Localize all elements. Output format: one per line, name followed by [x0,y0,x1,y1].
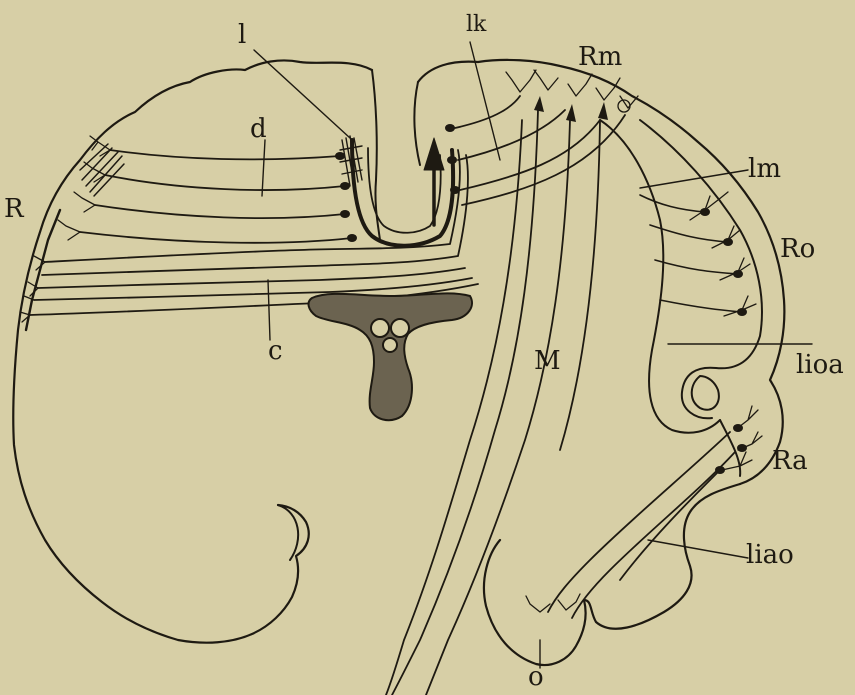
midline-arrow-head [424,138,444,170]
label-liao: liao [746,542,794,568]
label-ra: Ra [772,448,808,474]
o-lobe-outline [484,540,586,665]
liao-fibers [548,432,735,618]
ro-cell-bodies [700,208,747,316]
right-hemisphere-medial-edge [414,82,420,165]
label-o: o [528,664,544,690]
right-gyrus-outer [640,120,762,418]
label-ro: Ro [780,236,815,262]
projection-cell-bodies [534,96,608,122]
label-lioa: lioa [796,352,844,378]
right-gyrus-inner [600,120,720,433]
label-c: c [268,338,283,364]
label-rm: Rm [578,44,622,70]
lm-fibers [640,195,742,312]
left-lower-lobe [278,505,298,560]
label-d: d [250,116,267,142]
label-l: l [238,22,246,48]
ro-dendrites [690,192,756,316]
ra-lobe-outline [584,484,740,629]
association-fibers [80,150,352,243]
label-lk: lk [466,14,486,36]
left-hemisphere-outline [13,60,372,642]
lioa-loop [692,376,719,410]
label-m: M [534,348,561,374]
label-r: R [4,196,24,222]
ventricle-bar [309,293,472,420]
label-lm: lm [748,156,781,182]
